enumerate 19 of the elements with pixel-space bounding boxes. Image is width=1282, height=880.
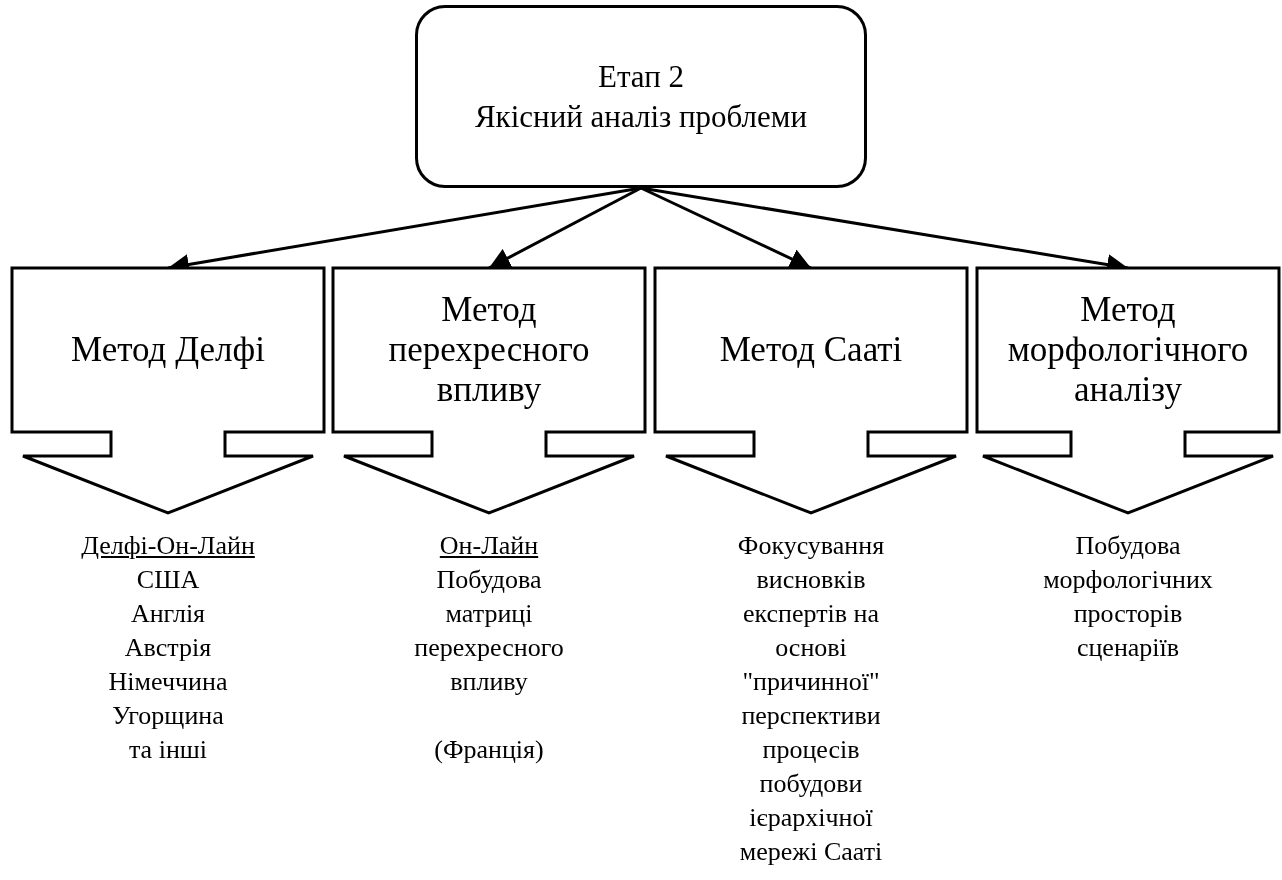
- description-text: Он-Лайн: [439, 530, 539, 562]
- box-text: Якісний аналіз проблеми: [474, 97, 808, 136]
- description-text: Делфі-Он-Лайн: [81, 530, 255, 562]
- method-title: Метод Делфі: [71, 330, 265, 370]
- description-text: США: [136, 564, 200, 596]
- description-text: Австрія: [124, 632, 212, 664]
- rounded-box: [415, 5, 867, 188]
- method-title: Метод Сааті: [719, 330, 903, 370]
- description-text: (Франція): [434, 734, 544, 766]
- description-text: та інші: [128, 734, 208, 766]
- description-text: Англія: [130, 598, 206, 630]
- description-text: Побудова морфологічних просторів сценаріїв: [1042, 530, 1214, 664]
- box-text: Етап 2: [597, 57, 685, 96]
- method-title: Метод перехресного впливу: [387, 290, 591, 410]
- method-title: Метод морфологічного аналізу: [1006, 290, 1250, 410]
- description-text: Побудова матриці перехресного впливу: [413, 564, 565, 698]
- description-text: Німеччина: [108, 666, 228, 698]
- description-text: Фокусування висновків експертів на основі "причинної" перспективи процесів побудови ієрархічної мережі Сааті: [736, 530, 886, 868]
- description-text: Угорщина: [112, 700, 224, 732]
